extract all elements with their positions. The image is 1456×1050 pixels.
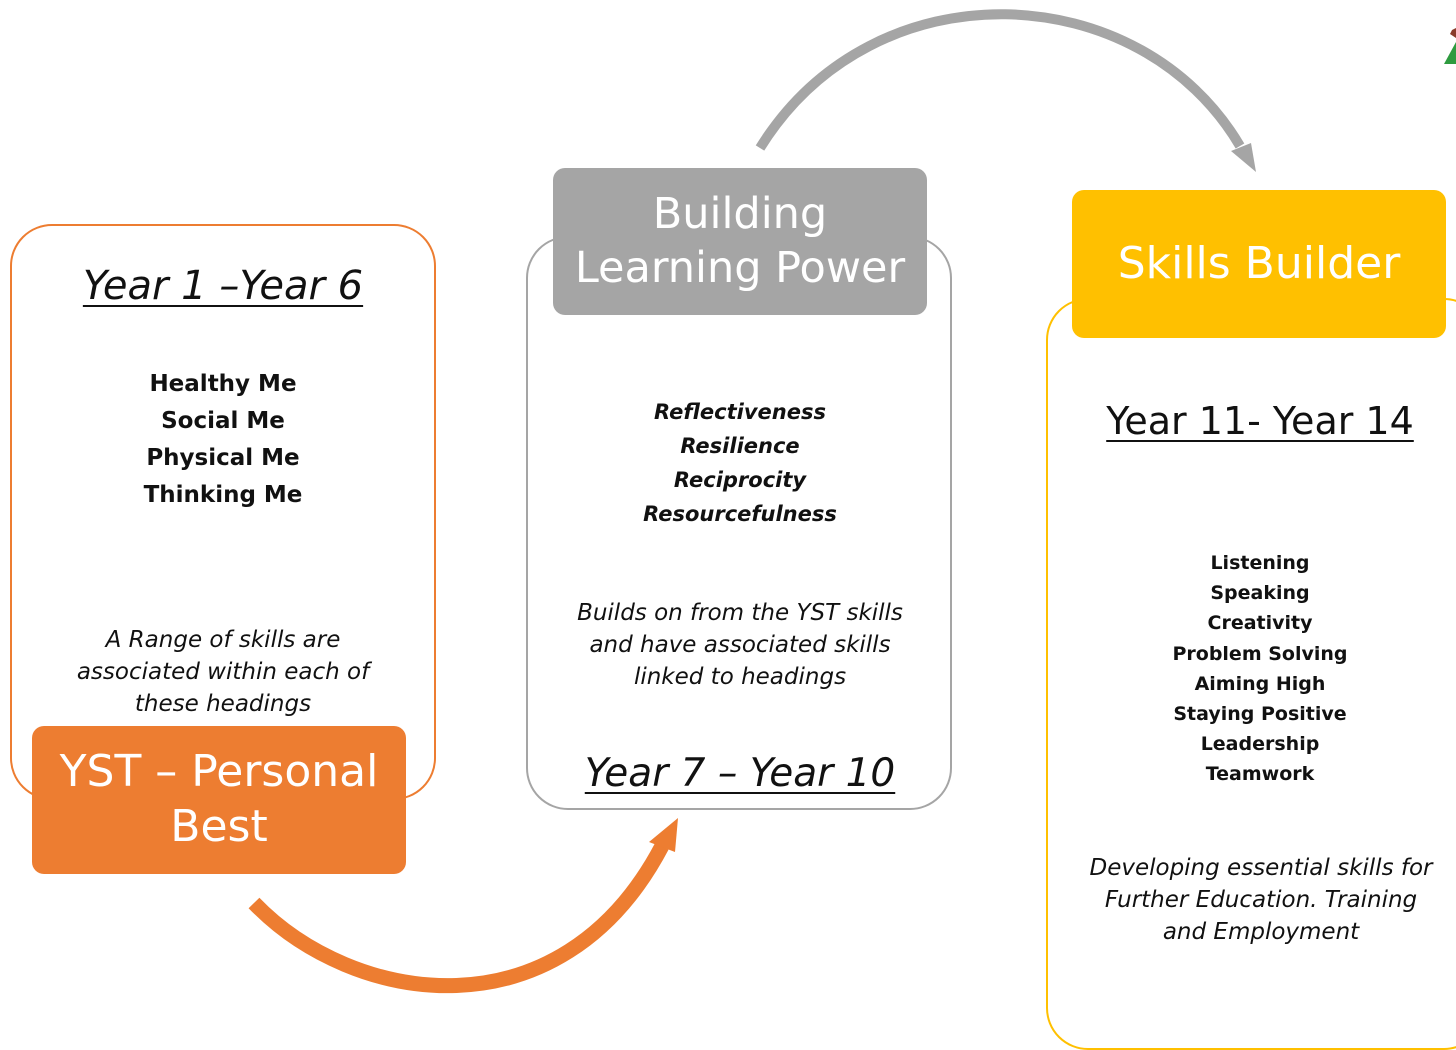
stage-3-description: Developing essential skills for Further … bbox=[1089, 855, 1433, 945]
arrow-stage1-to-stage2-head bbox=[649, 818, 678, 852]
arrow-stage2-to-stage3 bbox=[755, 9, 1245, 151]
stage-3-title: Skills Builder bbox=[1117, 237, 1401, 289]
stage-2-title-box: Building Learning Power bbox=[553, 168, 927, 315]
skill-item: Staying Positive bbox=[1173, 703, 1347, 726]
skill-item: Leadership bbox=[1200, 733, 1320, 756]
skill-item: Thinking Me bbox=[143, 482, 303, 508]
skill-item: Listening bbox=[1210, 552, 1310, 574]
stage-1-year-heading: Year 1 –Year 6 bbox=[82, 263, 364, 309]
skill-item: Creativity bbox=[1207, 612, 1313, 635]
stage-1-title: YST – Personal Best bbox=[59, 746, 379, 852]
skill-item: Problem Solving bbox=[1172, 642, 1348, 665]
stage-3-year-heading: Year 11- Year 14 bbox=[1106, 399, 1414, 443]
stage-3-skill-list: Listening Speaking Creativity Problem So… bbox=[1060, 548, 1456, 790]
skill-item: Reciprocity bbox=[673, 468, 807, 492]
skill-item: Social Me bbox=[161, 408, 285, 434]
stage-2-description: Builds on from the YST skills and have a… bbox=[577, 600, 903, 690]
stage-2-year-heading: Year 7 – Year 10 bbox=[584, 751, 896, 796]
stage-2-skill-list: Reflectiveness Resilience Reciprocity Re… bbox=[540, 395, 940, 531]
logo-fragment bbox=[1444, 28, 1456, 64]
skill-item: Reflectiveness bbox=[654, 400, 826, 424]
stage-2-title: Building Learning Power bbox=[574, 189, 906, 293]
stage-3-title-box: Skills Builder bbox=[1072, 190, 1446, 338]
skill-item: Resourcefulness bbox=[643, 502, 837, 526]
stage-1-description: A Range of skills are associated within … bbox=[76, 627, 370, 717]
skill-item: Healthy Me bbox=[149, 371, 297, 397]
skill-item: Speaking bbox=[1210, 582, 1310, 605]
skill-item: Physical Me bbox=[146, 445, 300, 471]
stage-1-title-box: YST – Personal Best bbox=[32, 726, 406, 874]
stage-1-skill-list: Healthy Me Social Me Physical Me Thinkin… bbox=[10, 366, 436, 514]
skill-item: Aiming High bbox=[1194, 672, 1326, 695]
skill-item: Resilience bbox=[680, 434, 800, 458]
arrow-stage2-to-stage3-head bbox=[1231, 143, 1256, 172]
skill-item: Teamwork bbox=[1205, 763, 1315, 786]
